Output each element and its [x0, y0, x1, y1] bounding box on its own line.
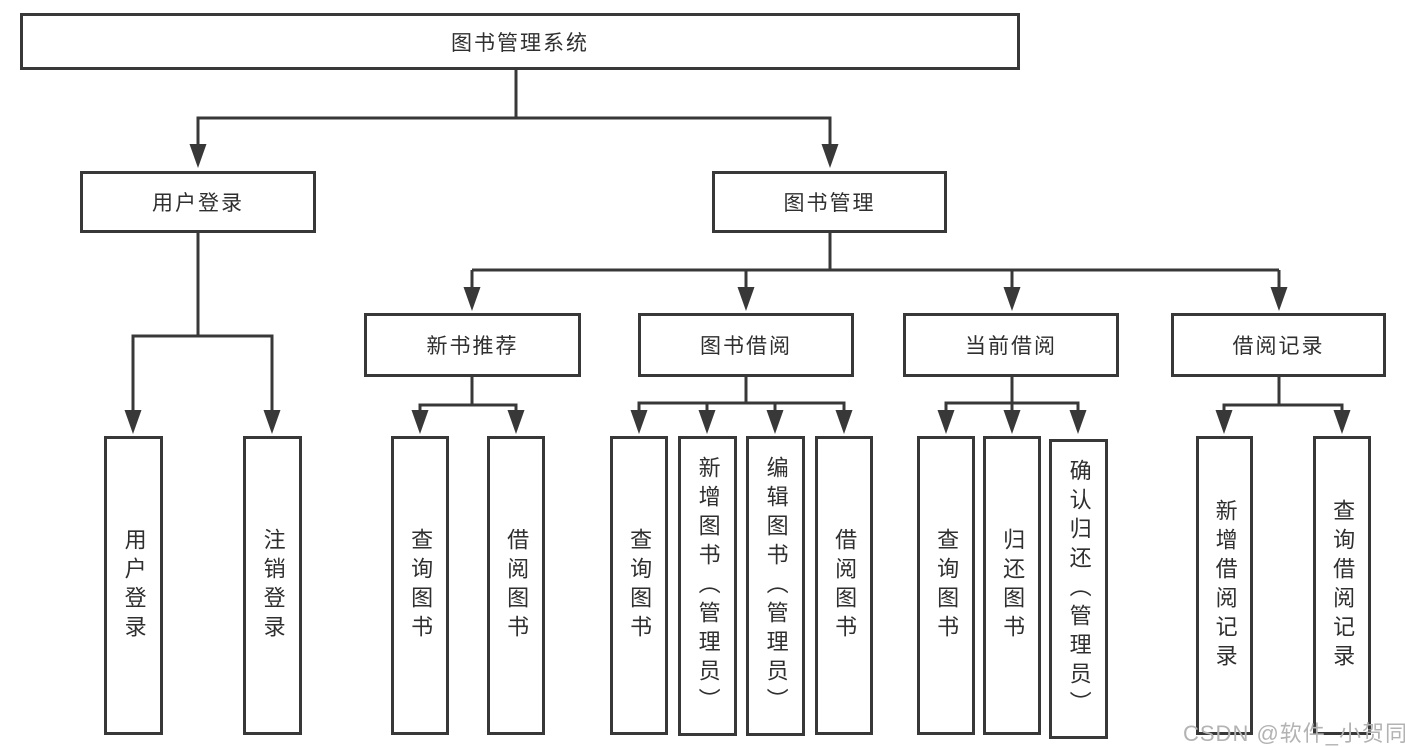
- csdn-watermark: CSDN @软件_小贺同学: [1183, 721, 1405, 746]
- leaf-user-login: 用户登录: [104, 436, 163, 735]
- leaf-add-borrow-record: 新增借阅记录: [1196, 436, 1253, 735]
- leaf-edit-books-admin: 编辑图书（管理员）: [746, 436, 805, 736]
- leaf-query-borrow-record: 查询借阅记录: [1313, 436, 1371, 735]
- leaf-borrow-books: 借阅图书: [815, 436, 873, 735]
- leaf-query-books-borrow: 查询图书: [610, 436, 668, 735]
- leaf-confirm-return-admin: 确认归还（管理员）: [1049, 439, 1108, 739]
- leaf-query-books-recommend: 查询图书: [391, 436, 449, 735]
- leaf-query-books-current: 查询图书: [917, 436, 975, 735]
- node-root-system: 图书管理系统: [20, 13, 1020, 70]
- leaf-logout: 注销登录: [243, 436, 302, 735]
- node-user-login-module: 用户登录: [80, 171, 316, 233]
- leaf-add-books-admin: 新增图书（管理员）: [678, 436, 737, 736]
- node-borrow-records: 借阅记录: [1171, 313, 1386, 377]
- node-current-borrow: 当前借阅: [903, 313, 1119, 377]
- node-book-borrow: 图书借阅: [638, 313, 854, 377]
- node-book-management-module: 图书管理: [712, 171, 947, 233]
- arrowhead-icons: [124, 144, 1351, 434]
- node-new-book-recommend: 新书推荐: [364, 313, 581, 377]
- leaf-borrow-books-recommend: 借阅图书: [487, 436, 545, 735]
- leaf-return-books: 归还图书: [983, 436, 1041, 735]
